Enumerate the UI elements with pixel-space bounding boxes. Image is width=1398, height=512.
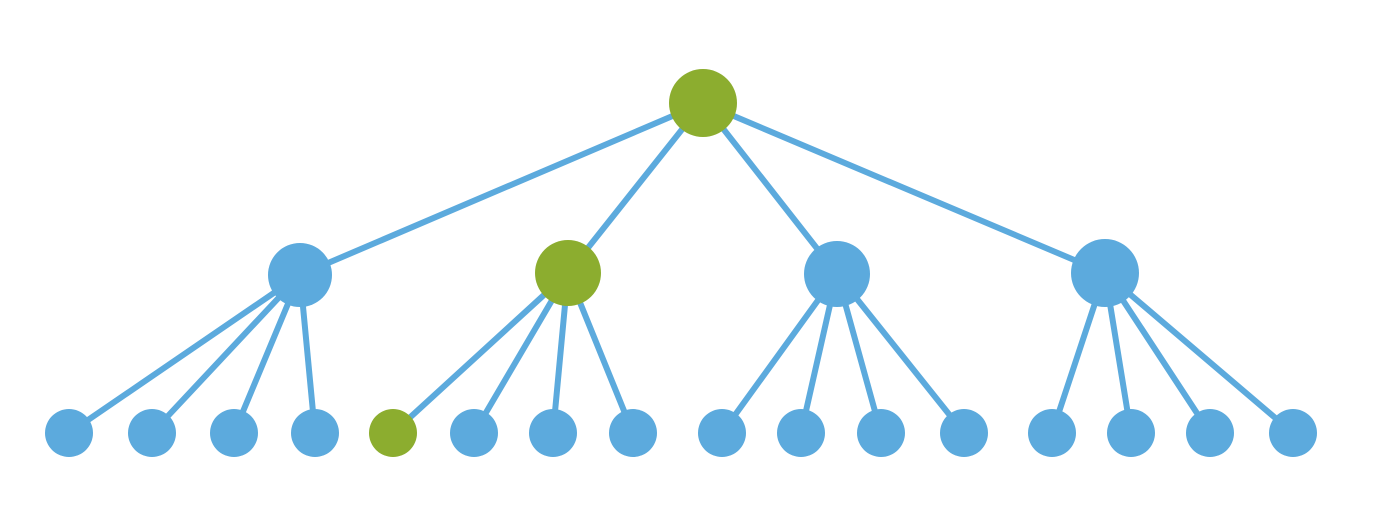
tree-node-n4 (1071, 239, 1139, 307)
tree-node-leaf5 (369, 409, 417, 457)
tree-node-leaf9 (698, 409, 746, 457)
tree-node-n2 (535, 240, 601, 306)
tree-edge-root-n1 (297, 100, 706, 278)
tree-node-leaf15 (1186, 409, 1234, 457)
tree-node-leaf12 (940, 409, 988, 457)
tree-node-leaf11 (857, 409, 905, 457)
node-layer (45, 69, 1317, 457)
tree-node-leaf16 (1269, 409, 1317, 457)
tree-edge-n2-leaf5 (390, 270, 571, 436)
tree-node-leaf8 (609, 409, 657, 457)
tree-edge-root-n4 (700, 100, 1108, 276)
tree-edge-n3-leaf12 (834, 271, 967, 436)
tree-node-leaf2 (128, 409, 176, 457)
tree-node-leaf4 (291, 409, 339, 457)
tree-edge-root-n2 (565, 100, 706, 276)
tree-node-n1 (268, 243, 332, 307)
tree-node-leaf3 (210, 409, 258, 457)
tree-edge-n1-leaf2 (149, 272, 303, 436)
tree-node-leaf13 (1028, 409, 1076, 457)
tree-node-leaf14 (1107, 409, 1155, 457)
tree-edge-n1-leaf1 (66, 272, 303, 436)
tree-node-root (669, 69, 737, 137)
tree-edge-n4-leaf16 (1102, 270, 1296, 436)
tree-node-n3 (804, 241, 870, 307)
tree-edge-root-n3 (700, 100, 840, 277)
tree-node-leaf7 (529, 409, 577, 457)
tree-node-leaf1 (45, 409, 93, 457)
tree-node-leaf6 (450, 409, 498, 457)
tree-node-leaf10 (777, 409, 825, 457)
